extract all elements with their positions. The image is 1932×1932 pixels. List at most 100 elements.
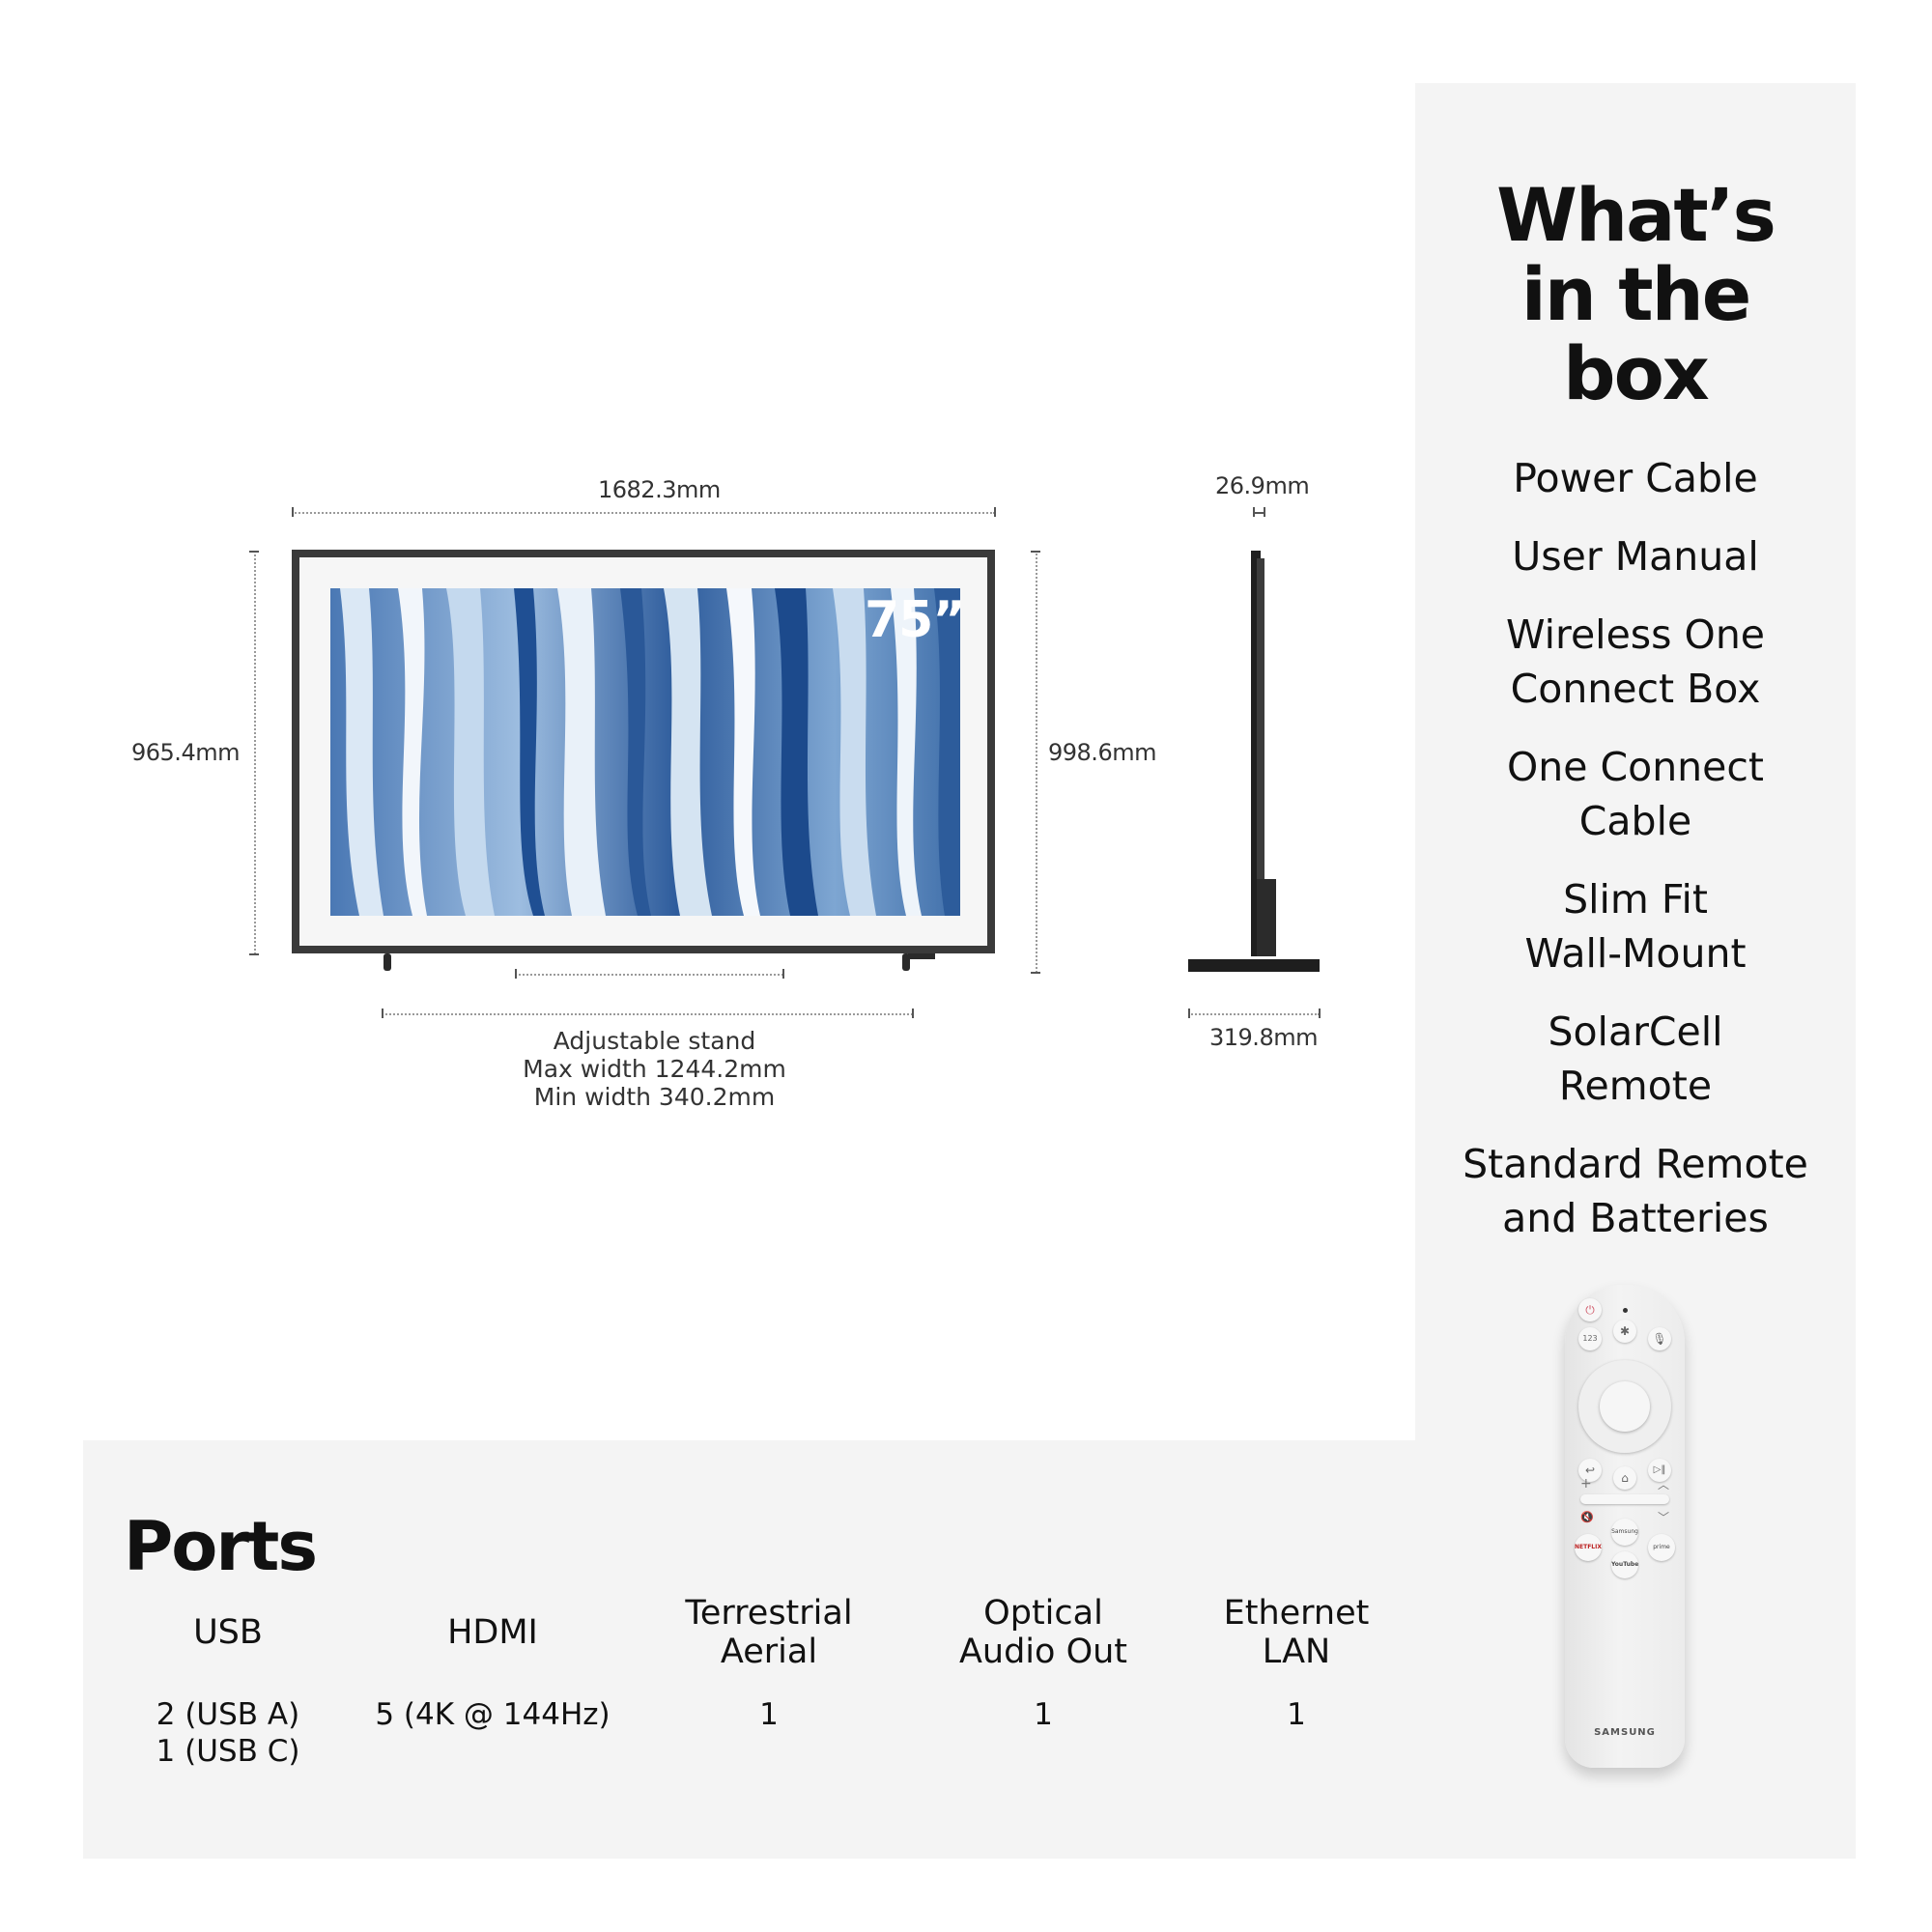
volume-up-icon: + — [1580, 1476, 1592, 1492]
back-icon: ↩ — [1578, 1459, 1602, 1482]
box-item-one-connect-box: Wireless One Connect Box — [1415, 608, 1856, 716]
play-pause-icon: ▷‖ — [1648, 1459, 1671, 1482]
total-height-tick-top — [1031, 551, 1040, 553]
port-hdmi-label: HDMI — [367, 1594, 618, 1671]
in-the-box-title-line-2: in the — [1520, 251, 1752, 337]
width-dimension-label: 1682.3mm — [598, 476, 721, 503]
port-usb-value-1: 2 (USB A) — [156, 1697, 300, 1732]
microphone-icon: 🎙 — [1648, 1327, 1671, 1350]
box-item-one-connect-cable-line-2: Cable — [1578, 798, 1692, 844]
stand-depth-tick-right — [1319, 1009, 1321, 1018]
width-tick-left — [292, 507, 294, 517]
stand-max-width-line — [382, 1013, 913, 1015]
height-tick-top — [249, 551, 259, 553]
stand-width-caption: Adjustable stand Max width 1244.2mm Min … — [464, 1027, 845, 1111]
height-dimension-line — [254, 551, 256, 954]
port-optical-value: 1 — [1034, 1697, 1053, 1732]
total-height-dimension-line — [1036, 551, 1037, 973]
box-item-power-cable: Power Cable — [1415, 451, 1856, 505]
box-item-user-manual: User Manual — [1415, 529, 1856, 583]
ambient-icon: ✱ — [1613, 1320, 1636, 1343]
ports-title: Ports — [124, 1507, 318, 1586]
power-icon: ⏻ — [1578, 1298, 1602, 1321]
netflix-button: NETFLIX — [1575, 1534, 1602, 1561]
height-tick-bottom — [249, 953, 259, 955]
home-icon: ⌂ — [1613, 1466, 1636, 1490]
youtube-button: YouTube — [1611, 1551, 1638, 1578]
prime-video-button: prime video — [1648, 1534, 1675, 1561]
port-ethernet-label-line-2: LAN — [1262, 1633, 1331, 1671]
stand-min-width-line — [515, 974, 783, 976]
stand-min-tick-right — [782, 969, 784, 979]
volume-channel-rocker — [1580, 1494, 1669, 1504]
depth-tick-left — [1253, 507, 1255, 517]
box-item-power-cable-line-1: Power Cable — [1513, 455, 1758, 501]
screen-size-badge: 75” — [865, 591, 966, 649]
box-item-wall-mount-line-1: Slim Fit — [1563, 876, 1708, 923]
port-aerial-value: 1 — [759, 1697, 779, 1732]
depth-dimension-line — [1253, 512, 1264, 514]
height-dimension-label: 965.4mm — [131, 739, 240, 766]
port-ethernet-label-line-1: Ethernet — [1223, 1594, 1370, 1633]
sensor-dot — [1623, 1308, 1628, 1313]
port-aerial-label-line-2: Aerial — [720, 1633, 818, 1671]
stand-caption-title: Adjustable stand — [553, 1027, 756, 1055]
remote-control-image: ⏻ 123 ✱ 🎙 ↩ ⌂ ▷‖ + ︿ 🔇 ﹀ Samsung TV Plus… — [1565, 1285, 1685, 1768]
port-ethernet-value: 1 — [1287, 1697, 1306, 1732]
tv-foot-right — [902, 953, 910, 971]
total-height-tick-bottom — [1031, 972, 1040, 974]
stand-caption-max: Max width 1244.2mm — [523, 1055, 786, 1083]
port-usb-value-2: 1 (USB C) — [156, 1734, 300, 1769]
box-item-standard-remote-line-1: Standard Remote — [1463, 1141, 1808, 1187]
port-usb-label-text: USB — [193, 1613, 263, 1652]
stand-depth-label: 319.8mm — [1209, 1024, 1318, 1051]
box-item-standard-remote: Standard Remote and Batteries — [1415, 1137, 1856, 1245]
in-the-box-list: Power Cable User Manual Wireless One Con… — [1415, 451, 1856, 1269]
ports-panel — [83, 1440, 1856, 1859]
tv-foot-bracket — [908, 953, 935, 959]
box-item-wall-mount: Slim Fit Wall-Mount — [1415, 872, 1856, 980]
port-optical-label-line-2: Audio Out — [958, 1633, 1128, 1671]
stand-caption-min: Min width 340.2mm — [533, 1083, 776, 1111]
port-optical-label-line-1: Optical — [983, 1594, 1103, 1633]
depth-tick-right — [1264, 507, 1265, 517]
depth-dimension-label: 26.9mm — [1215, 472, 1310, 499]
box-item-solarcell-remote: SolarCell Remote — [1415, 1005, 1856, 1113]
mute-icon: 🔇 — [1580, 1511, 1594, 1523]
stand-depth-tick-left — [1188, 1009, 1190, 1018]
tv-foot-left — [384, 953, 391, 971]
side-stand-block — [1257, 879, 1276, 956]
box-item-one-connect-cable: One Connect Cable — [1415, 740, 1856, 848]
ok-button — [1600, 1381, 1650, 1432]
box-item-wall-mount-line-2: Wall-Mount — [1524, 930, 1747, 977]
tv-side-profile — [1251, 551, 1261, 956]
width-tick-right — [994, 507, 996, 517]
tv-artwork-image — [330, 588, 960, 916]
box-item-one-connect-cable-line-1: One Connect — [1506, 744, 1765, 790]
stand-max-tick-right — [912, 1009, 914, 1018]
stand-max-tick-left — [382, 1009, 384, 1018]
side-stand-base — [1188, 959, 1320, 972]
box-item-one-connect-box-line-2: Connect Box — [1510, 666, 1761, 712]
box-item-solarcell-remote-line-1: SolarCell — [1548, 1009, 1723, 1055]
channel-up-icon: ︿ — [1658, 1478, 1670, 1492]
port-usb-label: USB — [102, 1594, 354, 1671]
box-item-standard-remote-line-2: and Batteries — [1502, 1195, 1769, 1241]
in-the-box-title-line-1: What’s — [1496, 172, 1776, 258]
box-item-user-manual-line-1: User Manual — [1512, 533, 1759, 580]
in-the-box-title-line-3: box — [1563, 330, 1710, 416]
tv-side-edge — [1257, 558, 1264, 956]
remote-brand-label: SAMSUNG — [1594, 1727, 1656, 1738]
box-item-one-connect-box-line-1: Wireless One — [1505, 611, 1766, 658]
keypad-icon: 123 — [1578, 1327, 1602, 1350]
width-dimension-line — [292, 512, 995, 514]
total-height-dimension-label: 998.6mm — [1048, 739, 1156, 766]
box-item-solarcell-remote-line-2: Remote — [1558, 1063, 1713, 1109]
stand-depth-line — [1188, 1013, 1320, 1015]
stand-min-tick-left — [515, 969, 517, 979]
in-the-box-title: What’s in the box — [1415, 176, 1856, 413]
samsung-tv-plus-button: Samsung TV Plus — [1611, 1519, 1638, 1546]
port-hdmi-label-text: HDMI — [447, 1613, 538, 1652]
channel-down-icon: ﹀ — [1658, 1511, 1670, 1524]
port-aerial-label-line-1: Terrestrial — [685, 1594, 853, 1633]
